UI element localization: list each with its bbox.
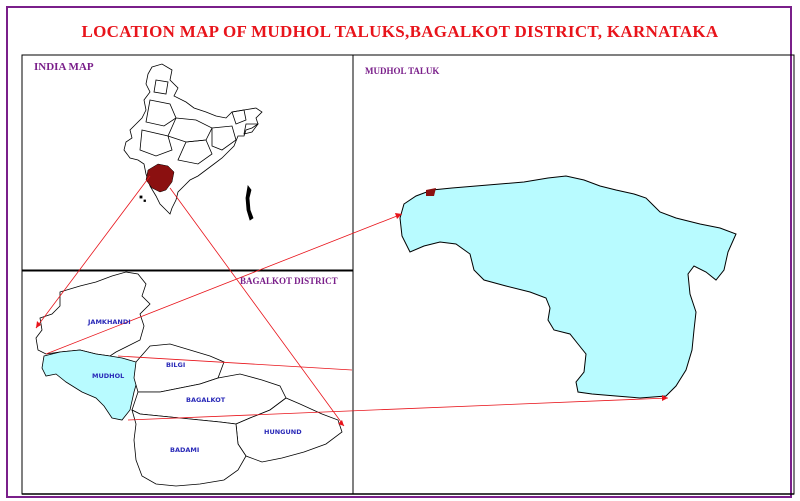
district-map (35, 271, 343, 487)
jamkhandi-label: JAMKHANDI (88, 318, 131, 326)
india-outline (123, 63, 263, 221)
map-title: LOCATION MAP OF MUDHOL TALUKS,BAGALKOT D… (81, 22, 719, 41)
bagalkot-label: BAGALKOT (186, 396, 226, 404)
hungund-label: HUNGUND (264, 428, 302, 436)
bilgi-label: BILGI (166, 361, 186, 369)
mudhol-taluk-enlarged (399, 175, 737, 399)
mudhol-label: MUDHOL (92, 372, 125, 380)
connector-lines (35, 175, 669, 427)
bagalkot-district-label: BAGALKOT DISTRICT (240, 276, 338, 286)
india-map-label: INDIA MAP (34, 61, 94, 73)
mudhol-marker (426, 188, 436, 196)
connector-arrows (36, 213, 668, 426)
hungund-taluk (235, 397, 343, 463)
mudhol-taluk-label: MUDHOL TALUK (365, 66, 440, 76)
karnataka-region (145, 163, 175, 193)
mudhol-taluk (41, 349, 139, 421)
badami-label: BADAMI (170, 446, 200, 454)
outer-frame (6, 6, 792, 498)
jamkhandi-taluk (35, 271, 151, 357)
